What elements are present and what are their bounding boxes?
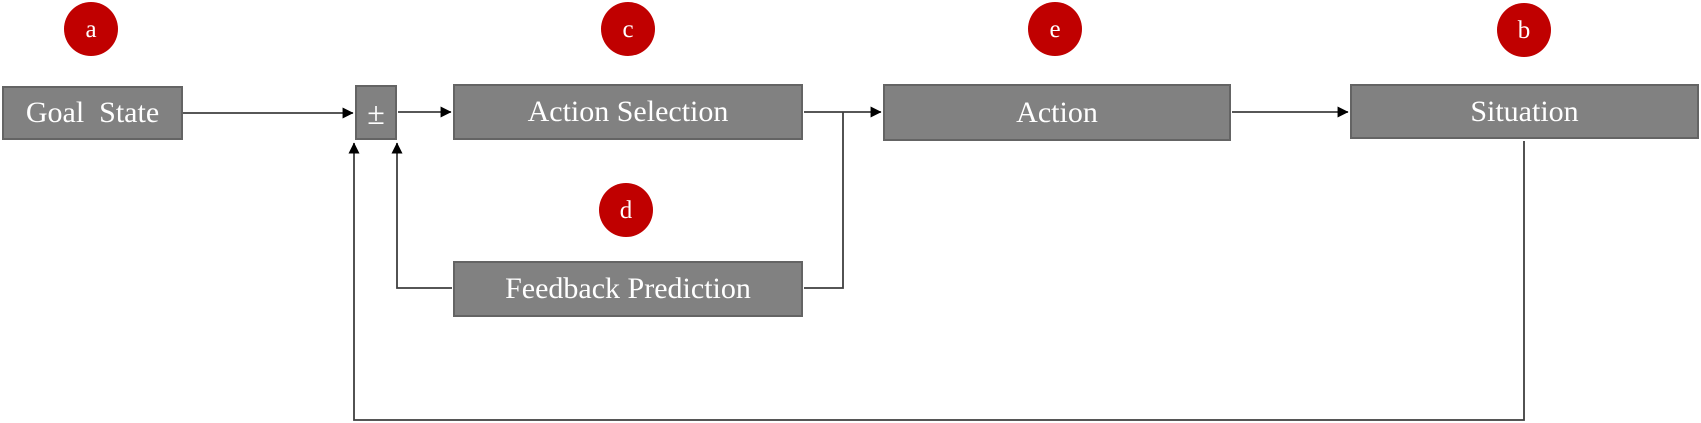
box-situation-label: Situation <box>1470 94 1579 128</box>
box-situation: Situation <box>1350 84 1699 139</box>
marker-d-label: d <box>619 196 633 224</box>
marker-circle-e: e <box>1028 2 1082 56</box>
marker-c-label: c <box>622 15 634 43</box>
box-feedback-prediction-label: Feedback Prediction <box>505 272 751 305</box>
box-comparator: ± <box>355 85 397 140</box>
marker-circle-a: a <box>64 2 118 56</box>
box-action-label: Action <box>1016 95 1098 129</box>
box-action-selection-label: Action Selection <box>527 95 729 128</box>
box-goal-state: Goal State <box>2 86 183 140</box>
marker-circle-d: d <box>599 183 653 237</box>
arrow-feedbackprediction-to-comparator <box>391 142 452 289</box>
arrow-situation-feedback-to-comparator <box>348 141 1525 421</box>
box-action: Action <box>883 84 1231 141</box>
box-comparator-label: ± <box>367 94 385 131</box>
box-goal-state-label: Goal State <box>25 96 160 129</box>
box-action-selection: Action Selection <box>453 84 803 140</box>
box-feedback-prediction: Feedback Prediction <box>453 261 803 317</box>
line-branch-to-feedbackprediction <box>804 112 844 289</box>
marker-circle-c: c <box>601 2 655 56</box>
marker-b-label: b <box>1517 16 1531 44</box>
marker-e-label: e <box>1049 15 1061 43</box>
marker-a-label: a <box>85 15 97 43</box>
marker-circle-b: b <box>1497 3 1551 57</box>
